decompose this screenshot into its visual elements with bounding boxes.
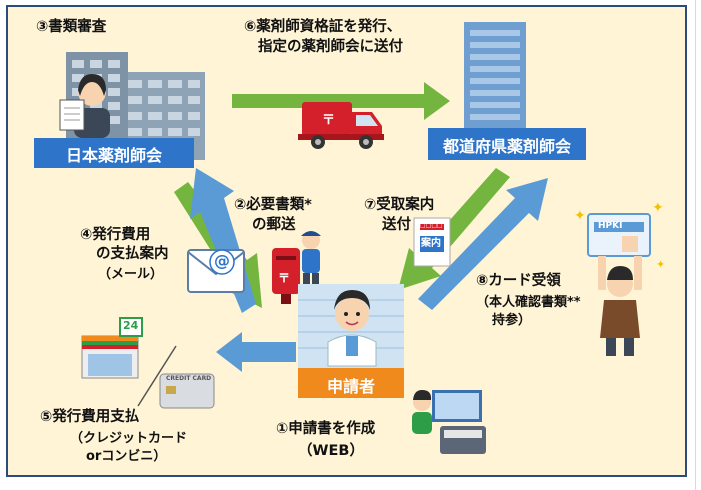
id-card-text: HPKI xyxy=(598,221,623,231)
svg-text:✦: ✦ xyxy=(574,208,586,224)
divider-slash xyxy=(137,345,177,407)
step1-label-line2: （WEB） xyxy=(298,443,364,459)
prefecture-box xyxy=(428,128,586,160)
credit-card-icon xyxy=(159,373,215,409)
right-edge-strip xyxy=(695,0,701,490)
step1-label-line1: ①申請書を作成 xyxy=(276,421,376,437)
email-envelope-icon xyxy=(187,249,245,293)
svg-text:〒: 〒 xyxy=(322,113,335,128)
step4-label-line1: ④発行費用 xyxy=(80,227,151,243)
step4-label-line2: の支払案内 xyxy=(96,246,169,262)
step6-label-line1: ⑥薬剤師資格証を発行、 xyxy=(244,19,402,35)
step7-label-line1: ⑦受取案内 xyxy=(364,197,435,213)
pharmacist-icon xyxy=(298,284,404,370)
step5-label-line2: （クレジットカード xyxy=(70,431,188,446)
svg-text:✦: ✦ xyxy=(656,258,665,271)
notice-card-icon xyxy=(413,217,451,267)
jpa-box xyxy=(34,138,194,168)
mailbox-icon: 〒 xyxy=(272,248,300,304)
step2-label-line2: の郵送 xyxy=(252,217,296,233)
reviewer-person-icon xyxy=(59,74,110,138)
post-truck-icon: 〒 xyxy=(298,102,384,149)
step5-label-line1: ⑤発行費用支払 xyxy=(40,409,140,425)
computer-user-icon xyxy=(412,390,486,454)
step4-label-line3: （メール） xyxy=(98,267,164,282)
svg-text:〒: 〒 xyxy=(278,271,290,285)
step6-label-line2: 指定の薬剤師会に送付 xyxy=(258,39,403,55)
step2-label-line1: ②必要書類* xyxy=(234,197,312,213)
prefecture-building xyxy=(464,22,526,134)
mail-carrier-icon xyxy=(301,231,321,291)
credit-card-text: CREDIT CARD xyxy=(166,375,212,382)
email-at-symbol: @ xyxy=(214,251,230,270)
step5-label-line3: orコンビニ） xyxy=(86,449,167,464)
convenience-store-icon xyxy=(81,317,143,379)
arrow-step5 xyxy=(216,332,296,372)
svg-text:✦: ✦ xyxy=(652,200,664,216)
prefecture-box-label: 都道府県薬剤師会 xyxy=(442,137,571,156)
applicant-box xyxy=(298,368,404,398)
store-sign-text: 24 xyxy=(123,319,139,332)
applicant-box-label: 申請者 xyxy=(326,377,375,396)
card-holder-person-icon: ✦ ✦ ✦ xyxy=(574,200,665,356)
jpa-box-label: 日本薬剤師会 xyxy=(65,146,162,165)
step8-label-line3: 持参） xyxy=(492,313,532,328)
arrow-step6 xyxy=(232,82,450,120)
step8-label-line2: （本人確認書類** xyxy=(476,295,581,310)
notice-card-text: 案内 xyxy=(421,238,441,249)
arrow-step8 xyxy=(418,178,548,310)
notice-card-top-text: □□□□ xyxy=(420,222,443,229)
step3-label: ③書類審査 xyxy=(36,19,107,35)
step7-label-line2: 送付 xyxy=(382,217,411,233)
step8-label-line1: ⑧カード受領 xyxy=(476,273,561,289)
